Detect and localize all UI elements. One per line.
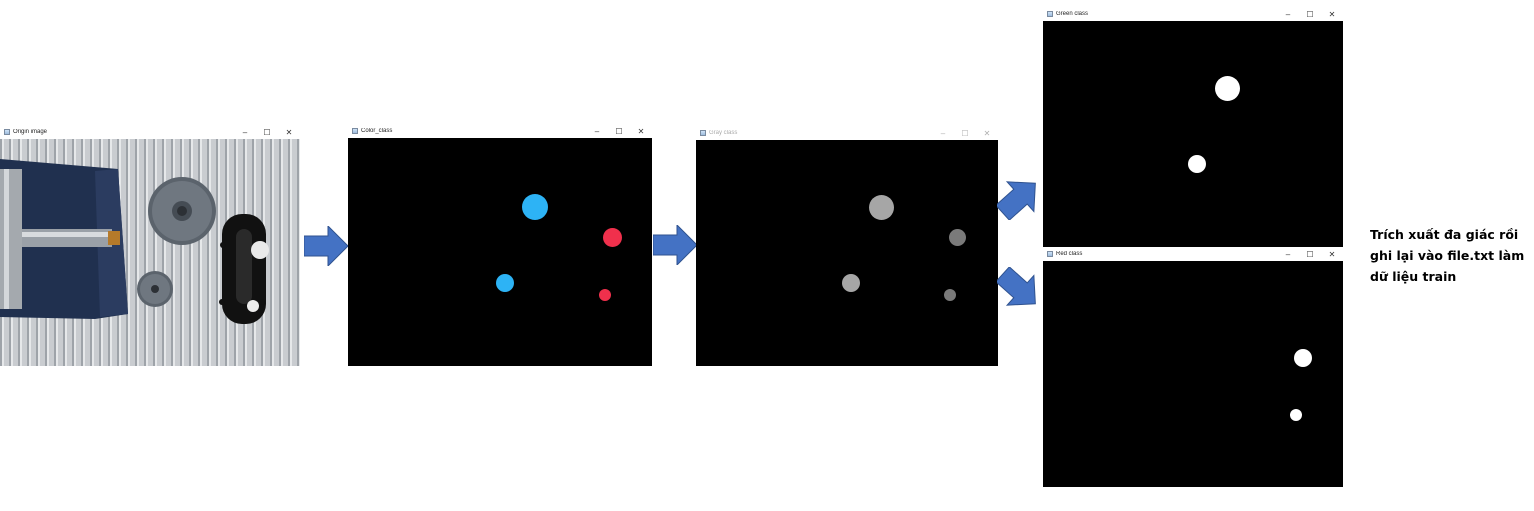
maximize-icon[interactable]: ☐ [1306,9,1314,19]
color-class-window: Color_class – ☐ ✕ [348,124,652,366]
origin-image-titlebar[interactable]: Origin image – ☐ ✕ [0,125,300,139]
caption-text: Trích xuất đa giác rồi ghi lại vào file.… [1370,224,1530,287]
window-title: Green class [1056,11,1089,17]
minimize-icon[interactable]: – [1285,249,1291,259]
maximize-icon[interactable]: ☐ [961,128,969,138]
gray-dot [869,195,894,220]
up-right-arrow-icon [997,181,1036,220]
minimize-icon[interactable]: – [242,127,248,137]
close-icon[interactable]: ✕ [1328,9,1336,19]
app-icon [1047,251,1053,257]
white-dot [1188,155,1206,173]
right-arrow-icon [304,226,348,266]
red-dot [599,289,611,301]
maximize-icon[interactable]: ☐ [615,126,623,136]
blue-dot [522,194,548,220]
red-class-titlebar[interactable]: Red class – ☐ ✕ [1043,247,1343,261]
color-class-titlebar[interactable]: Color_class – ☐ ✕ [348,124,652,138]
app-icon [4,129,10,135]
close-icon[interactable]: ✕ [637,126,645,136]
window-title: Origin image [13,129,48,135]
origin-photo-drawing [0,139,300,366]
green-class-window: Green class – ☐ ✕ [1043,7,1343,247]
caption-line: Trích xuất đa giác rồi [1370,227,1519,242]
gray-dot [949,229,966,246]
gray-dot [944,289,956,301]
red-dot [603,228,622,247]
maximize-icon[interactable]: ☐ [263,127,271,137]
small-gear [137,271,173,307]
minimize-icon[interactable]: – [594,126,600,136]
caption-line: ghi lại vào file.txt làm [1370,248,1525,263]
caption-line: dữ liệu train [1370,269,1457,284]
close-icon[interactable]: ✕ [1328,249,1336,259]
maximize-icon[interactable]: ☐ [1306,249,1314,259]
gray-class-window: Gray class – ☐ ✕ [696,126,998,366]
red-class-window: Red class – ☐ ✕ [1043,247,1343,487]
white-dot [1294,349,1312,367]
large-gear [148,177,216,245]
minimize-icon[interactable]: – [1285,9,1291,19]
green-class-canvas [1043,21,1343,247]
close-icon[interactable]: ✕ [983,128,991,138]
gray-class-canvas [696,140,998,366]
close-icon[interactable]: ✕ [285,127,293,137]
blue-dot [496,274,514,292]
app-icon [352,128,358,134]
red-class-canvas [1043,261,1343,487]
color-class-canvas [348,138,652,366]
white-dot [1215,76,1240,101]
minimize-icon[interactable]: – [940,128,946,138]
app-icon [1047,11,1053,17]
app-icon [700,130,706,136]
origin-photo [0,139,300,366]
right-arrow-icon [653,225,697,265]
window-title: Color_class [361,128,393,134]
down-right-arrow-icon [997,267,1036,306]
origin-image-window: Origin image – ☐ ✕ [0,125,300,366]
gray-dot [842,274,860,292]
white-dot [1290,409,1302,421]
window-title: Red class [1056,251,1083,257]
green-class-titlebar[interactable]: Green class – ☐ ✕ [1043,7,1343,21]
gray-class-titlebar[interactable]: Gray class – ☐ ✕ [696,126,998,140]
window-title: Gray class [709,130,738,136]
